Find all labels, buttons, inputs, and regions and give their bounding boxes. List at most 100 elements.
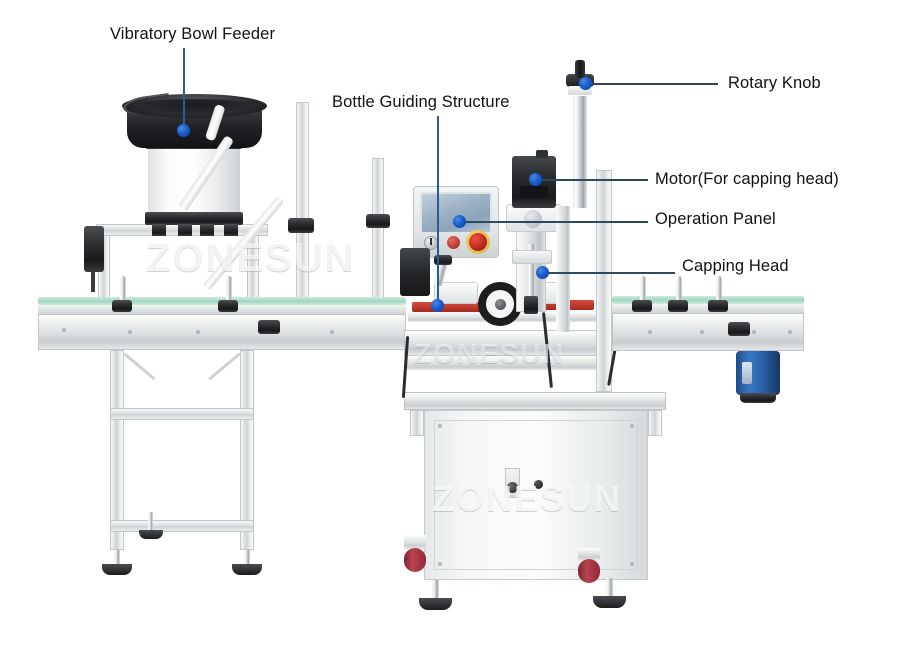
conveyor-left xyxy=(196,330,200,334)
guide-rails xyxy=(512,300,594,310)
callout-label-rotary-knob: Rotary Knob xyxy=(728,74,821,92)
conveyor-left xyxy=(38,314,406,350)
main-cabinet xyxy=(404,392,666,410)
capping-spindle xyxy=(400,248,430,296)
leveling-feet xyxy=(232,564,262,575)
guide-rails xyxy=(258,320,280,334)
height-adjust-knob xyxy=(568,86,592,95)
height-adjust-knob[interactable] xyxy=(575,60,585,78)
bowl-feeder-base xyxy=(152,224,166,236)
conveyor-left xyxy=(128,330,132,334)
capping-spindle xyxy=(528,244,535,306)
casters xyxy=(404,535,426,549)
callout-label-operation-panel: Operation Panel xyxy=(655,210,776,228)
callout-leader-bottle-guiding-structure xyxy=(437,116,439,305)
capping-spindle xyxy=(556,206,570,332)
bowl-feeder-hopper xyxy=(134,99,255,113)
indicator-light[interactable] xyxy=(447,236,460,249)
main-cabinet xyxy=(438,424,442,428)
main-cabinet xyxy=(410,410,424,436)
callout-dot-motor-for-capping-head xyxy=(529,173,542,186)
hand-wheel xyxy=(495,299,506,310)
main-cabinet xyxy=(434,420,638,570)
guide-rails xyxy=(112,300,132,312)
guide-rails xyxy=(668,300,688,312)
callout-label-bottle-guiding-structure: Bottle Guiding Structure xyxy=(332,93,510,111)
leveling-feet xyxy=(419,598,452,610)
capping-spindle xyxy=(404,330,604,356)
capping-spindle xyxy=(524,296,538,314)
guide-rails xyxy=(226,276,232,304)
feeder-stand xyxy=(110,350,124,550)
feeder-stand xyxy=(110,520,254,532)
bowl-feeder-base xyxy=(200,224,214,236)
conveyor-left xyxy=(330,330,334,334)
hmi-screen xyxy=(434,255,452,265)
guide-rails xyxy=(120,276,126,304)
conveyor-right xyxy=(700,330,704,334)
leveling-feet xyxy=(139,530,163,539)
emergency-stop[interactable] xyxy=(469,233,487,251)
main-cabinet xyxy=(630,424,634,428)
main-cabinet xyxy=(438,562,442,566)
capping-spindle xyxy=(524,210,542,228)
callout-leader-motor-for-capping-head xyxy=(538,179,648,181)
casters xyxy=(404,548,426,572)
guide-rails xyxy=(676,276,682,304)
drive-motor xyxy=(742,362,752,384)
bowl-feeder-base xyxy=(224,224,238,236)
feeder-stand xyxy=(240,350,254,550)
bowl-feeder-base xyxy=(145,212,243,225)
feeder-stand xyxy=(84,226,104,272)
callout-dot-operation-panel xyxy=(453,215,466,228)
leveling-feet xyxy=(606,578,613,600)
casters xyxy=(578,559,600,583)
conveyor-right xyxy=(648,330,652,334)
capping-spindle xyxy=(596,170,612,392)
callout-dot-rotary-knob xyxy=(579,77,592,90)
callout-leader-rotary-knob xyxy=(588,83,718,85)
conveyor-right xyxy=(788,330,792,334)
cap-chute xyxy=(366,214,390,228)
guide-rails xyxy=(708,300,728,312)
selector-switch xyxy=(430,238,432,245)
callout-dot-vibratory-bowl-feeder xyxy=(177,124,190,137)
callout-leader-operation-panel xyxy=(462,221,648,223)
callout-label-capping-head: Capping Head xyxy=(682,257,789,275)
callout-label-vibratory-bowl-feeder: Vibratory Bowl Feeder xyxy=(110,25,276,43)
feeder-stand xyxy=(91,270,95,292)
callout-label-motor-for-capping-head: Motor(For capping head) xyxy=(655,170,839,188)
guide-rails xyxy=(640,276,646,304)
main-cabinet xyxy=(630,562,634,566)
guide-rails xyxy=(728,322,750,336)
cabinet-lock[interactable] xyxy=(507,482,518,493)
leveling-feet xyxy=(102,564,132,575)
callout-leader-capping-head xyxy=(545,272,675,274)
leveling-feet xyxy=(148,512,153,534)
leveling-feet xyxy=(244,550,250,568)
servo-motor xyxy=(520,186,548,198)
guide-rails xyxy=(412,302,490,312)
main-cabinet xyxy=(424,410,648,580)
capping-spindle xyxy=(512,250,552,264)
casters xyxy=(578,548,600,560)
bowl-feeder-base xyxy=(178,224,192,236)
cap-chute xyxy=(288,218,314,233)
feeder-stand xyxy=(110,408,254,420)
hmi-screen[interactable] xyxy=(420,192,492,234)
leveling-feet xyxy=(593,596,626,608)
cabinet-lock xyxy=(534,480,543,489)
guide-rails xyxy=(716,276,722,304)
guide-rails xyxy=(218,300,238,312)
main-cabinet xyxy=(648,410,662,436)
callout-leader-vibratory-bowl-feeder xyxy=(183,48,185,130)
callout-dot-capping-head xyxy=(536,266,549,279)
servo-motor xyxy=(536,150,548,158)
callout-dot-bottle-guiding-structure xyxy=(431,299,444,312)
guide-rails xyxy=(632,300,652,312)
leveling-feet xyxy=(432,580,439,602)
capping-spindle xyxy=(404,356,604,370)
conveyor-right xyxy=(752,330,756,334)
